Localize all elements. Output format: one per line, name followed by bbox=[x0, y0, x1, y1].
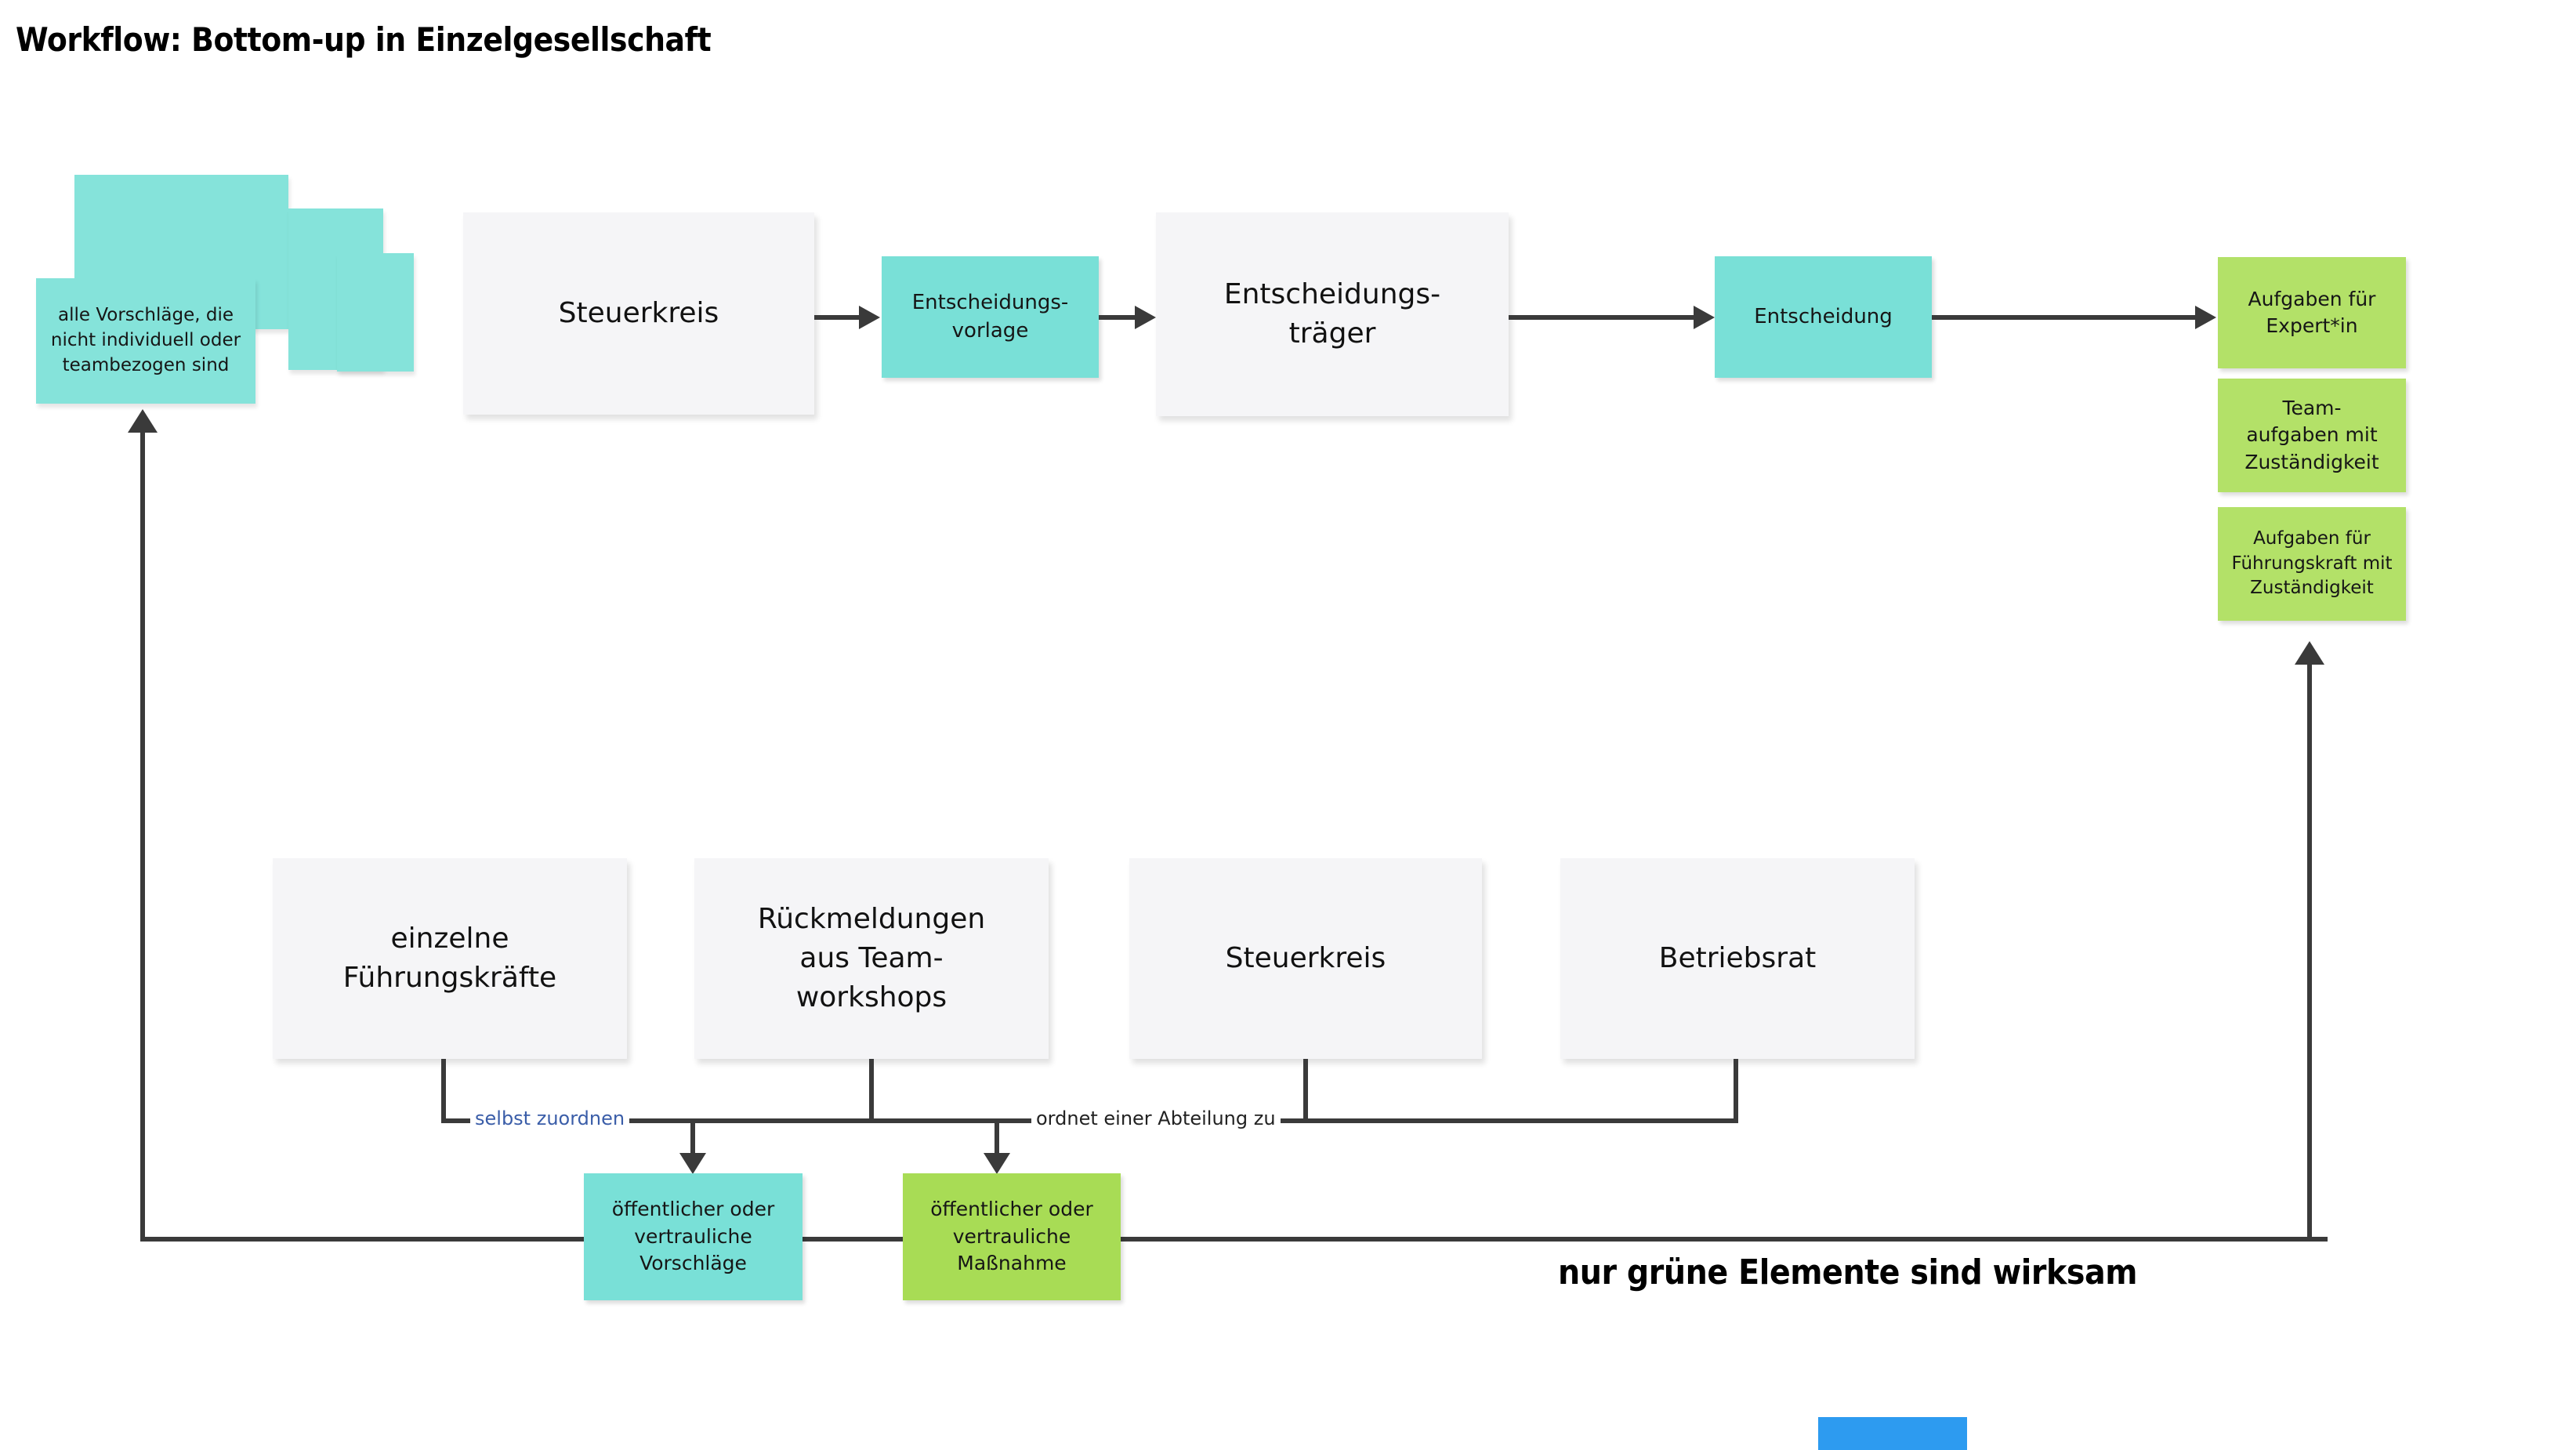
sticky-note-back-3[interactable] bbox=[337, 253, 414, 372]
footnote-green-elements[interactable]: nur grüne Elemente sind wirksam bbox=[1558, 1252, 2138, 1292]
sticky-note-all-proposals[interactable]: alle Vorschläge, die nicht individuell o… bbox=[36, 278, 255, 404]
connector-label-ordnet-abteilung[interactable]: ordnet einer Abteilung zu bbox=[1031, 1106, 1281, 1132]
node-massnahme[interactable]: öffentlicher oder vertrauliche Maßnahme bbox=[903, 1173, 1121, 1300]
loop-line-right-vertical bbox=[2307, 665, 2312, 1242]
node-entscheidungsvorlage[interactable]: Entscheidungs- vorlage bbox=[882, 256, 1099, 378]
blue-shape-cutoff[interactable] bbox=[1818, 1417, 1967, 1450]
node-entscheidung[interactable]: Entscheidung bbox=[1715, 256, 1932, 378]
arrow-traeger-to-entscheidung bbox=[1509, 315, 1694, 320]
node-steuerkreis-middle[interactable]: Steuerkreis bbox=[1129, 858, 1482, 1059]
arrow-steuerkreis-to-vorlage bbox=[814, 315, 861, 320]
rail-drop-from-fuehrungskraefte bbox=[441, 1059, 446, 1123]
rail-drop-from-steuerkreis bbox=[1303, 1059, 1308, 1122]
node-einzelne-fuehrungskraefte[interactable]: einzelne Führungskräfte bbox=[273, 858, 627, 1059]
node-aufgaben-expertin[interactable]: Aufgaben für Expert*in bbox=[2218, 257, 2406, 368]
loop-line-bottom-horizontal bbox=[140, 1237, 2328, 1242]
node-betriebsrat[interactable]: Betriebsrat bbox=[1560, 858, 1915, 1059]
node-aufgaben-fuehrungskraft[interactable]: Aufgaben für Führungskraft mit Zuständig… bbox=[2218, 507, 2406, 621]
arrow-entscheidung-to-aufgaben bbox=[1932, 315, 2196, 320]
node-vorschlaege[interactable]: öffentlicher oder vertrauliche Vorschläg… bbox=[584, 1173, 803, 1300]
arrowhead-to-entscheidung bbox=[1694, 306, 1715, 329]
arrowhead-to-aufgaben bbox=[2195, 306, 2216, 329]
connector-label-selbst-zuordnen[interactable]: selbst zuordnen bbox=[470, 1106, 630, 1132]
node-entscheidungstraeger[interactable]: Entscheidungs- träger bbox=[1156, 212, 1509, 416]
rail-drop-from-betriebsrat bbox=[1734, 1059, 1738, 1123]
node-rueckmeldungen-teamworkshops[interactable]: Rückmeldungen aus Team- workshops bbox=[694, 858, 1049, 1059]
arrowhead-to-traeger bbox=[1135, 306, 1156, 329]
node-steuerkreis-top[interactable]: Steuerkreis bbox=[463, 212, 814, 415]
arrowhead-to-massnahme bbox=[984, 1153, 1010, 1174]
rail-drop-from-rueckmeldungen bbox=[869, 1059, 874, 1122]
page-title[interactable]: Workflow: Bottom-up in Einzelgesellschaf… bbox=[16, 20, 712, 59]
drop-arrow-to-massnahme bbox=[995, 1123, 999, 1155]
arrowhead-to-vorlage bbox=[859, 306, 880, 329]
loop-arrowhead-to-proposals bbox=[128, 409, 158, 433]
loop-line-left-vertical bbox=[140, 433, 145, 1242]
loop-arrowhead-to-green-tasks bbox=[2295, 641, 2324, 665]
arrowhead-to-vorschlaege bbox=[679, 1153, 706, 1174]
drop-arrow-to-vorschlaege bbox=[690, 1123, 695, 1155]
node-teamaufgaben[interactable]: Team- aufgaben mit Zuständigkeit bbox=[2218, 379, 2406, 492]
arrow-vorlage-to-traeger bbox=[1099, 315, 1136, 320]
